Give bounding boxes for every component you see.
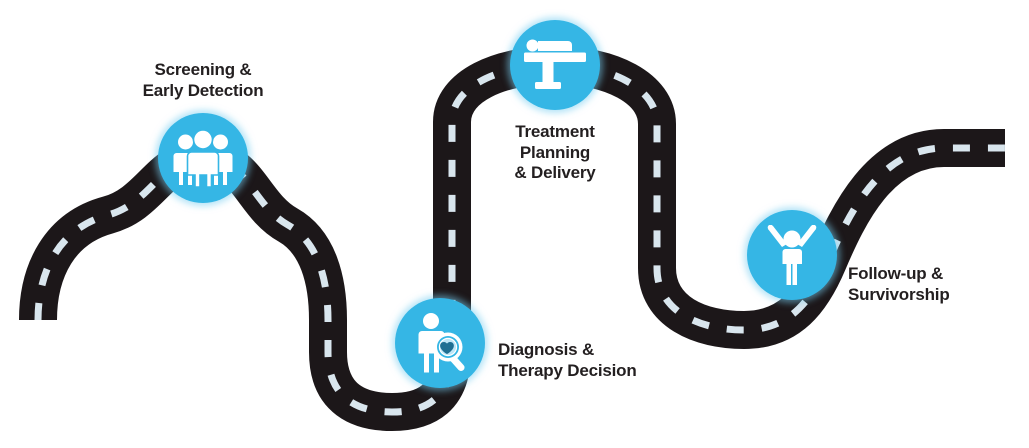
- step-label-treatment: Treatment Planning & Delivery: [514, 122, 596, 183]
- step-node-treatment[interactable]: [510, 20, 600, 110]
- person-with-magnifier-icon: [411, 312, 469, 374]
- step-label-diagnosis: Diagnosis & Therapy Decision: [498, 340, 637, 380]
- step-label-followup: Follow-up & Survivorship: [848, 264, 950, 304]
- step-node-screening[interactable]: [158, 113, 248, 203]
- patient-on-treatment-couch-icon: [523, 36, 587, 94]
- person-arms-raised-icon: [764, 225, 820, 285]
- step-node-diagnosis[interactable]: [395, 298, 485, 388]
- step-node-followup[interactable]: [747, 210, 837, 300]
- step-label-screening: Screening & Early Detection: [142, 60, 264, 100]
- three-people-icon: [172, 129, 234, 187]
